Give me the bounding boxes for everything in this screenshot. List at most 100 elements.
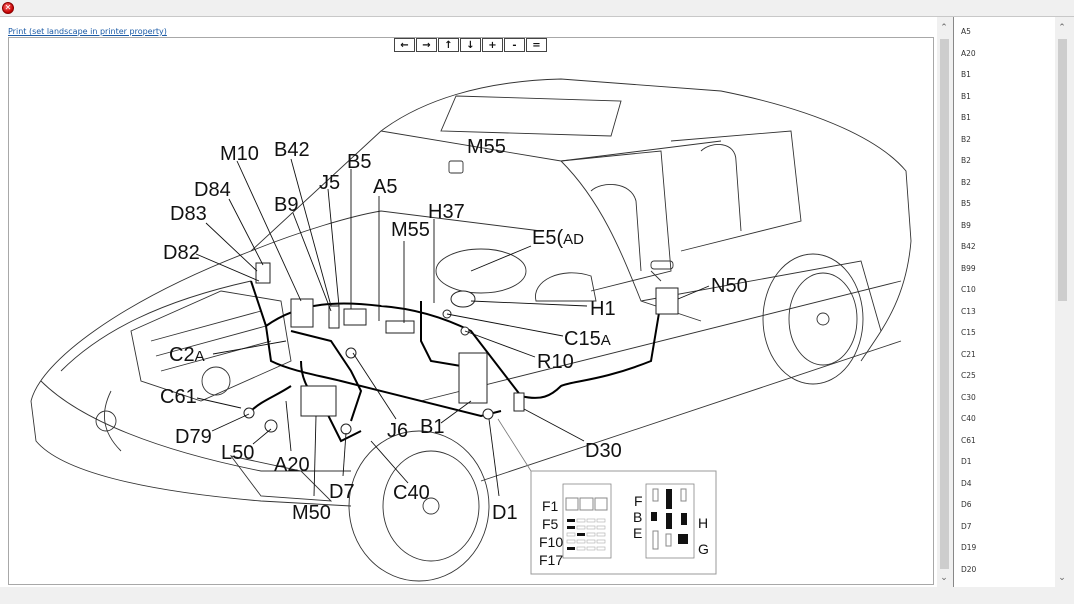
relay-label-H[interactable]: H [698, 515, 708, 531]
list-item[interactable]: B1 [961, 70, 971, 79]
list-item[interactable]: B42 [961, 242, 976, 251]
list-item[interactable]: A20 [961, 48, 976, 58]
d7-connector [340, 423, 352, 435]
fuse-label-F5[interactable]: F5 [542, 516, 559, 532]
scrollbar-thumb[interactable] [940, 39, 949, 569]
diagram-nav-toolbar: ← → ↑ ↓ + - = [394, 38, 547, 52]
zoom-out-button[interactable]: - [504, 38, 525, 52]
list-item[interactable]: B2 [961, 177, 971, 187]
label-H37[interactable]: H37 [428, 201, 465, 223]
list-item[interactable]: C25 [961, 371, 976, 380]
list-scrollbar[interactable]: ⌃ ⌄ [1055, 17, 1069, 587]
label-A20[interactable]: A20 [274, 454, 310, 476]
fuse-label-F17[interactable]: F17 [539, 552, 563, 568]
label-J5[interactable]: J5 [319, 172, 340, 194]
pan-left-button[interactable]: ← [394, 38, 415, 52]
list-item[interactable]: C30 [961, 392, 976, 402]
list-item[interactable]: B1 [961, 113, 971, 122]
print-link[interactable]: Print (set landscape in printer property… [8, 27, 167, 36]
list-item[interactable]: D1 [961, 457, 972, 466]
fuse-relay-inset: F1 F5 F10 F17 F [497, 418, 717, 575]
list-item[interactable]: B99 [961, 263, 976, 273]
fuse-label-F1[interactable]: F1 [542, 498, 559, 514]
label-B42[interactable]: B42 [274, 139, 310, 161]
diagram-pane: Print (set landscape in printer property… [0, 17, 951, 587]
label-D82[interactable]: D82 [163, 242, 200, 264]
diagram-scrollbar[interactable]: ⌃ ⌄ [937, 17, 951, 587]
label-D84[interactable]: D84 [194, 179, 231, 201]
pan-up-button[interactable]: ↑ [438, 38, 459, 52]
list-item[interactable]: D20 [961, 564, 977, 574]
label-L50[interactable]: L50 [221, 442, 254, 464]
list-item[interactable]: B2 [961, 156, 971, 165]
relay-label-F[interactable]: F [634, 493, 643, 509]
label-C61[interactable]: C61 [160, 386, 197, 408]
label-D79[interactable]: D79 [175, 426, 212, 448]
list-scroll-up-icon[interactable]: ⌃ [1058, 23, 1066, 33]
fuse-label-F10[interactable]: F10 [539, 534, 563, 550]
label-R10[interactable]: R10 [537, 351, 574, 373]
zoom-in-button[interactable]: + [482, 38, 503, 52]
list-item[interactable]: D7 [961, 521, 972, 531]
list-item[interactable]: B1 [961, 91, 971, 101]
list-item[interactable]: C13 [961, 306, 976, 316]
list-item[interactable]: C15 [961, 328, 976, 337]
relay-label-E[interactable]: E [633, 525, 642, 541]
label-M50[interactable]: M50 [292, 502, 331, 524]
list-item[interactable]: C21 [961, 349, 976, 359]
label-B5[interactable]: B5 [347, 151, 371, 173]
label-C40[interactable]: C40 [393, 482, 430, 504]
scroll-down-icon[interactable]: ⌄ [940, 573, 948, 583]
label-B1[interactable]: B1 [420, 416, 444, 438]
pan-right-button[interactable]: → [416, 38, 437, 52]
label-C15[interactable]: C15A [564, 328, 611, 350]
relay-H [681, 513, 687, 525]
label-M10[interactable]: M10 [220, 143, 259, 165]
wiring-diagram[interactable]: M10 B42 B5 M55 J5 A5 D84 B9 H37 D83 M55 … [8, 37, 934, 585]
close-icon[interactable]: ✕ [2, 2, 14, 14]
label-B9[interactable]: B9 [274, 194, 298, 216]
pan-down-button[interactable]: ↓ [460, 38, 481, 52]
list-scrollbar-thumb[interactable] [1058, 39, 1067, 301]
list-scroll-down-icon[interactable]: ⌄ [1058, 573, 1066, 583]
label-M55[interactable]: M55 [391, 219, 430, 241]
label-D1[interactable]: D1 [492, 502, 518, 524]
car-body-outline [30, 78, 912, 582]
b1-fusebox [458, 352, 488, 404]
d84-connector [255, 262, 271, 284]
reset-zoom-button[interactable]: = [526, 38, 547, 52]
label-D30[interactable]: D30 [585, 440, 622, 462]
label-N50[interactable]: N50 [711, 275, 748, 297]
list-item[interactable]: D6 [961, 500, 972, 509]
list-item[interactable]: B5 [961, 199, 971, 208]
relay-label-B[interactable]: B [633, 509, 642, 525]
list-item[interactable]: B2 [961, 134, 971, 144]
n50-module [655, 287, 679, 315]
label-D7[interactable]: D7 [329, 481, 355, 503]
j6-connector [345, 347, 357, 359]
label-E50[interactable]: E5(AD [532, 227, 584, 249]
d1-connector [482, 408, 494, 420]
label-A5[interactable]: A5 [373, 176, 397, 198]
label-J6[interactable]: J6 [387, 420, 408, 442]
label-M55-top[interactable]: M55 [467, 136, 506, 158]
list-item[interactable]: D4 [961, 478, 972, 488]
components [243, 262, 679, 435]
list-item[interactable]: C40 [961, 414, 976, 423]
list-item[interactable]: A5 [961, 27, 971, 36]
car-wiring-illustration: M10 B42 B5 M55 J5 A5 D84 B9 H37 D83 M55 … [30, 78, 912, 582]
relay-F [666, 489, 672, 509]
scroll-up-icon[interactable]: ⌃ [940, 23, 948, 33]
list-item[interactable]: C61 [961, 435, 976, 445]
l50-lamp [264, 419, 278, 433]
list-item[interactable]: B9 [961, 220, 971, 230]
label-H1[interactable]: H1 [590, 298, 616, 320]
fuse-F17 [567, 547, 575, 550]
label-D83[interactable]: D83 [170, 203, 207, 225]
list-item[interactable]: C10 [961, 285, 976, 294]
label-C25[interactable]: C2A [169, 344, 205, 366]
fuse-F10 [577, 533, 585, 536]
fuse-F5 [567, 526, 575, 529]
list-item[interactable]: D19 [961, 543, 977, 552]
relay-label-G[interactable]: G [698, 541, 709, 557]
